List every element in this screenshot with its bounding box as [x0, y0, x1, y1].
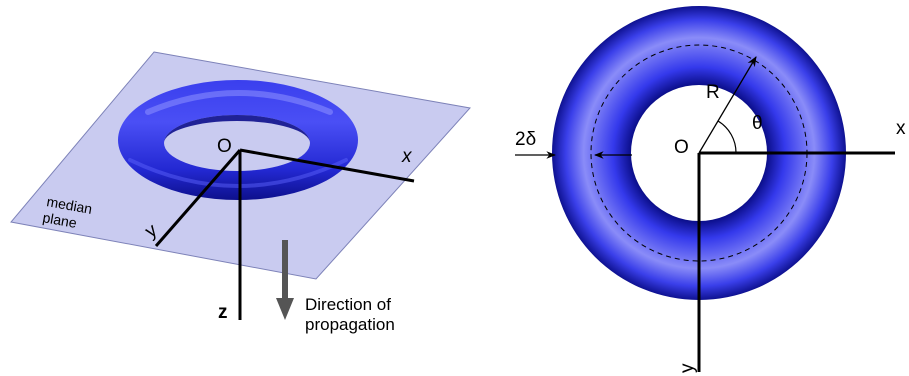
- thickness-label: 2δ: [515, 129, 536, 150]
- x-axis: [239, 148, 415, 183]
- median-plane-label-line2: plane: [41, 209, 78, 231]
- torus-ring-top: [552, 6, 846, 300]
- torus-rim-highlight: [128, 158, 348, 188]
- radius-vector: [698, 56, 757, 154]
- origin-label-right: O: [674, 137, 689, 158]
- direction-label-line1: Direction of: [305, 295, 391, 314]
- x-axis-label-left: x: [401, 146, 413, 167]
- right-top-view: O R θ 2δ x y: [515, 6, 906, 373]
- left-axes: [154, 148, 415, 320]
- median-plane-label-line1: median: [45, 193, 93, 217]
- torus-highlight: [145, 90, 333, 115]
- torus-inner-shade: [164, 115, 310, 143]
- direction-label-line2: propagation: [305, 315, 395, 334]
- z-axis-label-left: z: [218, 302, 228, 323]
- radius-label: R: [706, 82, 720, 103]
- torus-body: [118, 80, 358, 200]
- propagation-arrow: [276, 240, 294, 320]
- y-axis: [154, 149, 242, 247]
- origin-label-left: O: [217, 136, 232, 157]
- x-axis-label-right: x: [896, 118, 906, 139]
- y-axis-label-right: y: [677, 363, 698, 373]
- torus-3d: [118, 80, 358, 200]
- theta-arc: [717, 120, 737, 154]
- left-perspective-view: O x y z median plane Direction of propag…: [10, 51, 471, 334]
- theta-label: θ: [752, 113, 763, 134]
